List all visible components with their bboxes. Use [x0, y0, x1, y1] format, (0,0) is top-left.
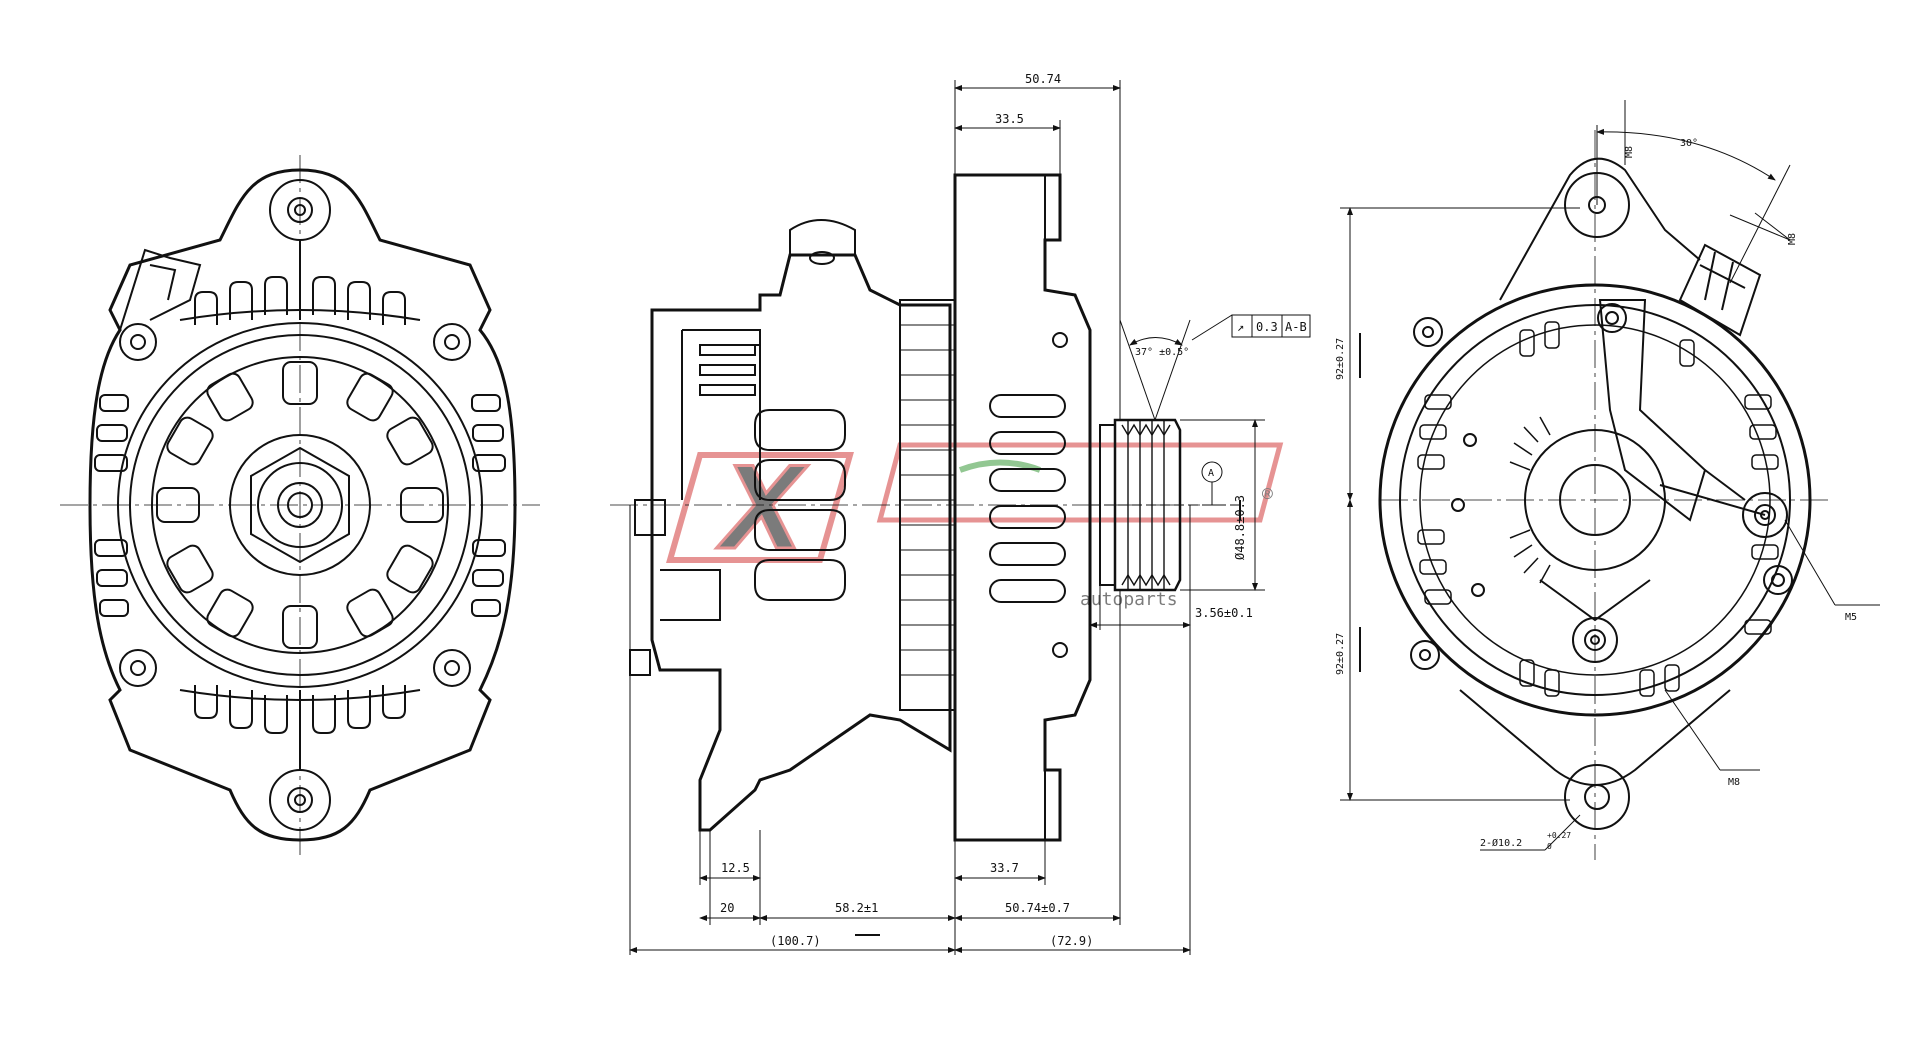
side-body-ribs	[754, 409, 846, 601]
runout-datum-ref: A-B	[1285, 320, 1307, 334]
dim-top-overall: 50.74	[1025, 72, 1061, 86]
rear-inner-fins	[1509, 416, 1551, 584]
side-view-labels: 50.74 33.5 37° ±0.5° ↗ 0.3 A-B A Ø48.8±0…	[720, 72, 1307, 948]
front-view	[60, 155, 540, 860]
watermark-reg: ®	[1262, 484, 1273, 505]
angle-label: 30°	[1680, 138, 1698, 149]
hole-tol-label: +0.27	[1547, 831, 1571, 840]
height-upper-label: 92±0.27	[1335, 338, 1346, 380]
runout-symbol: ↗	[1237, 320, 1244, 334]
side-front-ribs	[989, 394, 1066, 603]
holes-label: 2-Ø10.2	[1480, 837, 1522, 849]
hole-tol-low-label: 0	[1547, 842, 1552, 851]
watermark-tagline: autoparts	[1080, 589, 1178, 610]
front-vent-slots	[156, 361, 444, 649]
dim-33-7: 33.7	[990, 861, 1019, 875]
dim-pulley-dia: Ø48.8±0.3	[1233, 495, 1247, 560]
rear-view-dimensions	[1340, 100, 1880, 851]
front-fins-top	[179, 240, 421, 325]
thread-right-top-label: M8	[1787, 233, 1798, 245]
side-rear-ribs	[699, 344, 756, 396]
dim-belt-angle: 37° ±0.5°	[1135, 347, 1189, 358]
front-fins-sides	[94, 394, 506, 617]
rear-outer-fins	[1417, 321, 1779, 697]
terminal-label: M5	[1845, 612, 1857, 623]
dim-50-74: 50.74±0.7	[1005, 901, 1070, 915]
dim-72-9: (72.9)	[1050, 934, 1093, 948]
brand-watermark: X ® autoparts	[666, 439, 1284, 610]
dim-pulley-offset: 3.56±0.1	[1195, 606, 1253, 620]
datum-a: A	[1208, 468, 1214, 479]
side-view-dimensions	[629, 80, 1311, 955]
rear-view-labels: M8 30° M8 92±0.27 92±0.27 M5 M8 2-Ø10.2 …	[1335, 138, 1857, 851]
side-view	[610, 173, 1240, 842]
stator-lines	[900, 324, 955, 676]
height-lower-label: 92±0.27	[1335, 633, 1346, 675]
thread-top-label: M8	[1624, 146, 1635, 158]
dim-top-inner: 33.5	[995, 112, 1024, 126]
runout-value: 0.3	[1256, 320, 1278, 334]
dim-12-5: 12.5	[721, 861, 750, 875]
dim-100-7: (100.7)	[770, 934, 821, 948]
front-fins-bottom	[179, 685, 421, 770]
dim-58-2: 58.2±1	[835, 901, 878, 915]
rear-view	[1378, 130, 1830, 860]
thread-bottom-label: M8	[1728, 777, 1740, 788]
dim-20: 20	[720, 901, 734, 915]
